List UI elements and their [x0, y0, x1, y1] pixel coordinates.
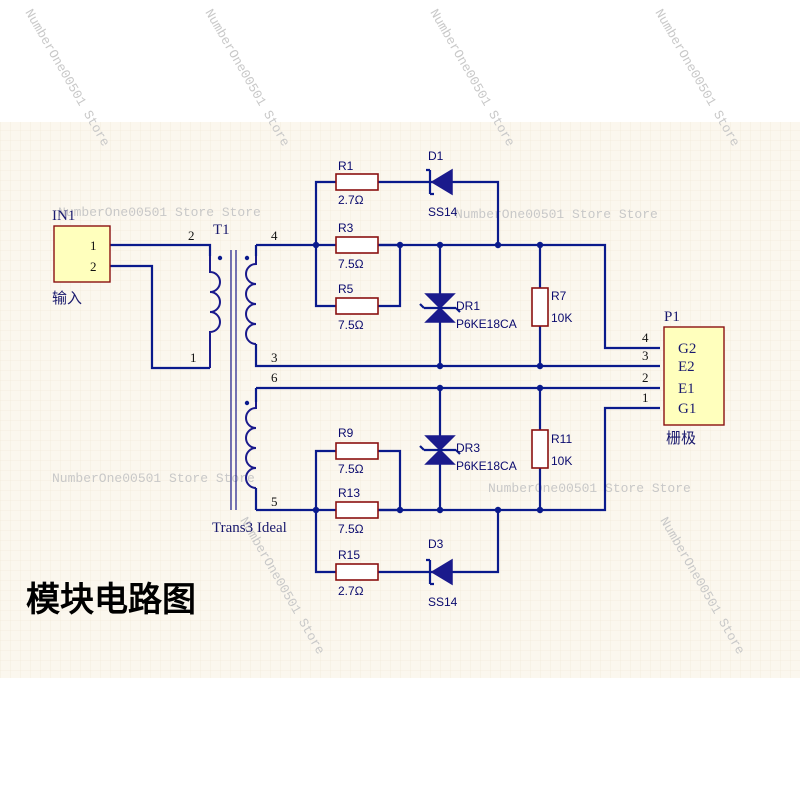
in1-connector: IN1 1 2 输入 — [52, 208, 111, 307]
resistor-r7: R7 10K — [531, 287, 572, 327]
transformer-t1: T1 2 1 4 3 6 5 Trans3 Ideal — [188, 222, 287, 536]
secondary-winding-bottom — [245, 402, 257, 489]
p1-body — [663, 326, 725, 426]
p1-pin-name-e1: E1 — [678, 381, 695, 397]
wires — [110, 180, 660, 574]
r11-name: R11 — [551, 432, 572, 446]
t1-pin-5: 5 — [271, 494, 278, 509]
resistor-r3: R3 7.5Ω — [335, 221, 379, 271]
r5-name: R5 — [338, 282, 354, 296]
r1-value: 2.7Ω — [338, 193, 364, 207]
t1-pin-4: 4 — [271, 228, 278, 243]
p1-pin-3: 3 — [642, 348, 649, 363]
resistor-r9: R9 7.5Ω — [335, 426, 379, 476]
r9-name: R9 — [338, 426, 354, 440]
watermark: NumberOne00501 Store Store — [58, 205, 261, 220]
p1-pin-name-g2: G2 — [678, 341, 696, 357]
dr1-part: P6KE18CA — [456, 317, 517, 331]
d3-name: D3 — [428, 537, 444, 551]
r1-name: R1 — [338, 159, 354, 173]
p1-pin-2: 2 — [642, 370, 649, 385]
d1-part: SS14 — [428, 205, 458, 219]
dr3-name: DR3 — [456, 441, 480, 455]
t1-pin-6: 6 — [271, 370, 278, 385]
tvs-dr1: DR1 P6KE18CA — [419, 293, 517, 331]
watermark: NumberOne00501 Store Store — [488, 481, 691, 496]
resistor-r15: R15 2.7Ω — [335, 548, 379, 598]
p1-pin-name-e2: E2 — [678, 359, 695, 375]
in1-designator: IN1 — [52, 208, 75, 224]
r9-value: 7.5Ω — [338, 462, 364, 476]
p1-designator: P1 — [664, 309, 680, 325]
r15-name: R15 — [338, 548, 360, 562]
diode-d3-symbol — [430, 558, 453, 586]
p1-pin-4: 4 — [642, 330, 649, 345]
resistor-r13: R13 7.5Ω — [335, 486, 379, 536]
watermark: NumberOne00501 Store Store — [455, 207, 658, 222]
p1-pin-name-g1: G1 — [678, 401, 696, 417]
tvs-dr3: DR3 P6KE18CA — [419, 435, 517, 473]
r7-value: 10K — [551, 311, 572, 325]
p1-label: 栅极 — [666, 430, 696, 447]
t1-pin-2: 2 — [188, 228, 195, 243]
resistor-r5: R5 7.5Ω — [335, 282, 379, 332]
primary-winding — [209, 256, 221, 368]
dr3-part: P6KE18CA — [456, 459, 517, 473]
t1-type-label: Trans3 Ideal — [212, 520, 287, 536]
secondary-winding-top — [245, 256, 257, 345]
resistor-r1: R1 2.7Ω — [335, 159, 379, 207]
p1-connector: P1 4 3 2 1 G2 E2 E1 G1 栅极 — [642, 309, 725, 447]
r15-value: 2.7Ω — [338, 584, 364, 598]
r13-name: R13 — [338, 486, 360, 500]
junctions — [312, 241, 544, 514]
t1-pin-1: 1 — [190, 350, 197, 365]
diode-d3: D3 SS14 — [426, 537, 458, 609]
r3-name: R3 — [338, 221, 354, 235]
p1-pin-1: 1 — [642, 390, 649, 405]
r13-value: 7.5Ω — [338, 522, 364, 536]
diode-d1: D1 SS14 — [426, 149, 458, 219]
resistor-r11: R11 10K — [531, 429, 572, 469]
d3-part: SS14 — [428, 595, 458, 609]
r7-name: R7 — [551, 289, 567, 303]
dr1-name: DR1 — [456, 299, 480, 313]
in1-body — [53, 225, 111, 283]
r5-value: 7.5Ω — [338, 318, 364, 332]
t1-designator: T1 — [213, 222, 230, 238]
caption: 模块电路图 — [26, 580, 196, 620]
diode-d1-symbol — [430, 168, 453, 196]
in1-pin-2: 2 — [90, 259, 97, 274]
r3-value: 7.5Ω — [338, 257, 364, 271]
r11-value: 10K — [551, 454, 572, 468]
in1-label: 输入 — [52, 290, 82, 307]
d1-name: D1 — [428, 149, 444, 163]
in1-pin-1: 1 — [90, 238, 97, 253]
t1-pin-3: 3 — [271, 350, 278, 365]
watermark: NumberOne00501 Store Store — [52, 471, 255, 486]
